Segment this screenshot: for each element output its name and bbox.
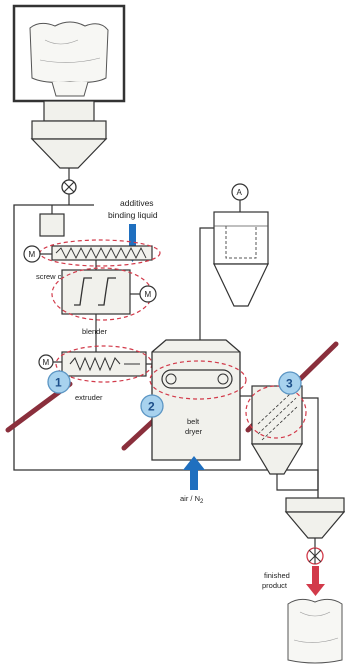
svg-text:M: M [29, 250, 36, 259]
exhaust-fan-icon: A [231, 183, 249, 201]
product-bag [287, 598, 343, 664]
product-hopper [284, 497, 345, 548]
blender-label: blender [82, 327, 108, 336]
svg-text:M: M [145, 290, 152, 299]
feed-bag-frame [12, 4, 126, 103]
product-rotary-valve-icon [306, 547, 324, 565]
air-n2-label: air / N2 [180, 494, 204, 505]
screw-motor-icon: M [23, 245, 41, 263]
blender-motor-icon: M [139, 285, 157, 303]
step-badge-2: 2 [140, 394, 164, 418]
belt-dryer-label-line2: dryer [185, 427, 203, 436]
extruder [55, 345, 153, 383]
product-outlet-arrow-icon [306, 566, 325, 596]
filter-separator [213, 211, 269, 307]
additives-label: additives [120, 198, 154, 208]
cooler-unit [245, 385, 307, 475]
finished-product-label-line2: product [262, 581, 288, 590]
blender [51, 260, 153, 321]
feed-hopper [30, 100, 108, 180]
belt-dryer [149, 339, 247, 461]
svg-text:2: 2 [148, 400, 155, 414]
extruder-motor-icon: M [38, 354, 54, 370]
svg-text:3: 3 [286, 377, 293, 391]
extruder-label: extruder [75, 393, 103, 402]
svg-text:1: 1 [55, 376, 62, 390]
rotary-valve-icon [61, 179, 77, 195]
step-badge-3: 3 [278, 371, 302, 395]
svg-text:A: A [237, 188, 243, 197]
svg-text:M: M [43, 358, 50, 367]
belt-dryer-label-line1: belt [187, 417, 200, 426]
finished-product-label-line1: finished [264, 571, 290, 580]
step-badge-1: 1 [47, 370, 71, 394]
binding-liquid-label: binding liquid [108, 210, 158, 220]
screw-conveyor [39, 239, 161, 267]
air-inlet-arrow-icon [183, 456, 205, 490]
